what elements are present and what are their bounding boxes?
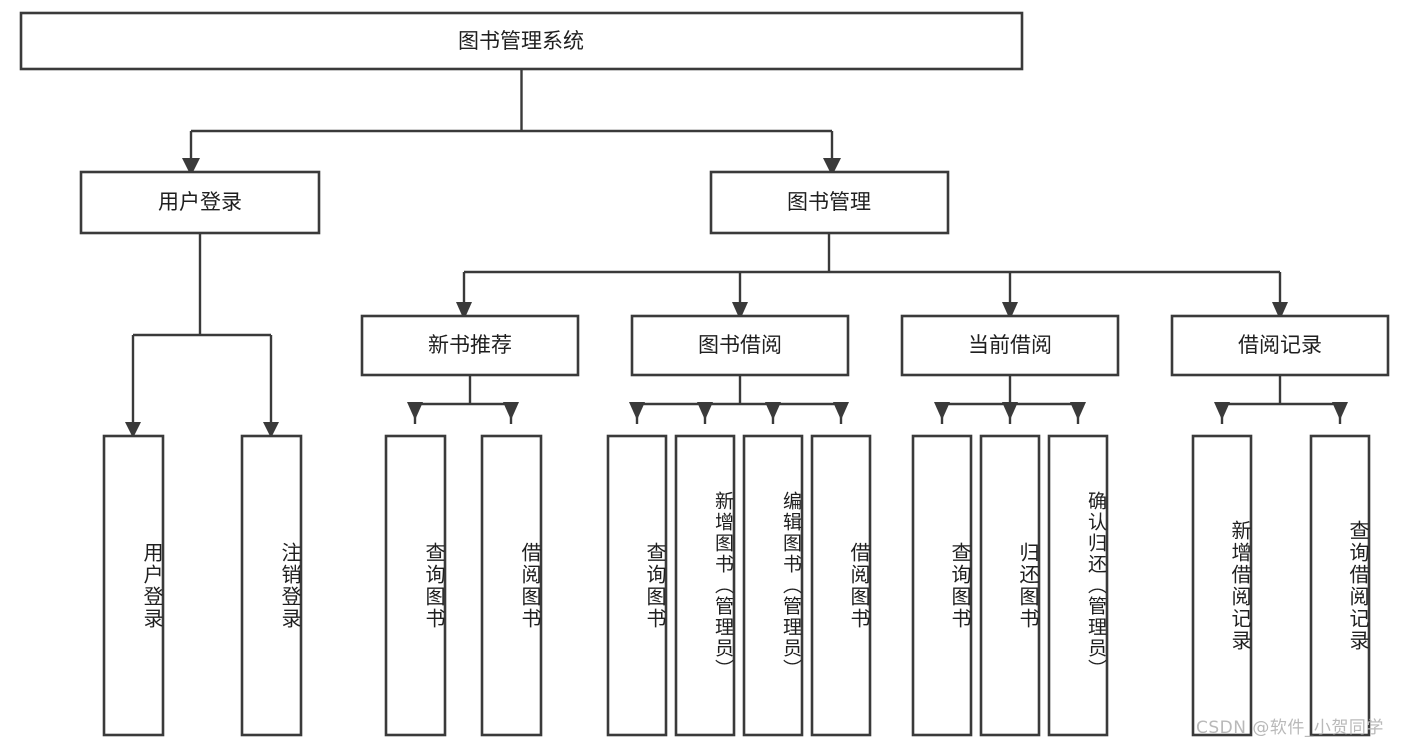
- arrowhead-icon-user-login: [182, 158, 200, 176]
- leaf-box-confirm-return[interactable]: [1047, 434, 1109, 737]
- arrowhead-icon-record: [1272, 302, 1288, 320]
- node-book-management[interactable]: 图书管理: [709, 170, 950, 235]
- arrowhead-icon-borrow-leaf-4: [833, 402, 849, 420]
- leaf-box-return-book[interactable]: [979, 434, 1041, 737]
- node-borrow-record[interactable]: 借阅记录: [1170, 314, 1390, 377]
- arrowhead-icon-borrow-leaf-1: [629, 402, 645, 420]
- node-root-label: 图书管理系统: [458, 29, 584, 53]
- node-user-login-label: 用户登录: [158, 190, 242, 214]
- arrowhead-icon-userlogin-leaf-2: [263, 422, 279, 438]
- node-new-book-recommend[interactable]: 新书推荐: [360, 314, 580, 377]
- node-current-borrow[interactable]: 当前借阅: [900, 314, 1120, 377]
- leaf-box-borrow-book-a[interactable]: [480, 434, 543, 737]
- arrowhead-icon-record-leaf-2: [1332, 402, 1348, 420]
- leaf-box-query-book-a[interactable]: [384, 434, 447, 737]
- arrowhead-icon-borrow-leaf-2: [697, 402, 713, 420]
- node-book-borrow[interactable]: 图书借阅: [630, 314, 850, 377]
- leaf-box-query-book-b[interactable]: [606, 434, 668, 737]
- leaf-box-query-book-c[interactable]: [911, 434, 973, 737]
- arrowhead-icon-current: [1002, 302, 1018, 320]
- arrowhead-icon-userlogin-leaf-1: [125, 422, 141, 438]
- arrowhead-icon-newbook-leaf-1: [407, 402, 423, 420]
- arrowhead-icon-record-leaf-1: [1214, 402, 1230, 420]
- arrowhead-icon-current-leaf-3: [1070, 402, 1086, 420]
- node-root-book-management-system[interactable]: 图书管理系统: [19, 11, 1024, 71]
- arrowhead-layer: [125, 158, 1348, 438]
- csdn-watermark: CSDN @软件_小贺同学: [1196, 718, 1384, 738]
- connector-layer: [131, 70, 1342, 424]
- arrowhead-icon-current-leaf-2: [1002, 402, 1018, 420]
- arrowhead-icon-current-leaf-1: [934, 402, 950, 420]
- leaf-box-query-record[interactable]: [1309, 434, 1371, 737]
- arrowhead-icon-borrow: [732, 302, 748, 320]
- arrowhead-icon-borrow-leaf-3: [765, 402, 781, 420]
- arrowhead-icon-book-mgmt: [823, 158, 841, 176]
- leaf-box-user-login[interactable]: [102, 434, 165, 737]
- node-book-borrow-label: 图书借阅: [698, 333, 782, 357]
- leaf-box-layer: [102, 434, 1371, 737]
- leaf-box-add-record[interactable]: [1191, 434, 1253, 737]
- leaf-box-edit-book-admin[interactable]: [742, 434, 804, 737]
- arrowhead-icon-newbook: [456, 302, 472, 320]
- node-current-borrow-label: 当前借阅: [968, 333, 1052, 357]
- leaf-box-borrow-book-b[interactable]: [810, 434, 872, 737]
- node-new-book-recommend-label: 新书推荐: [428, 333, 512, 357]
- leaf-box-logout-login[interactable]: [240, 434, 303, 737]
- node-user-login[interactable]: 用户登录: [79, 170, 321, 235]
- arrowhead-icon-newbook-leaf-2: [503, 402, 519, 420]
- node-borrow-record-label: 借阅记录: [1238, 333, 1322, 357]
- leaf-box-add-book-admin[interactable]: [674, 434, 736, 737]
- node-book-management-label: 图书管理: [787, 190, 871, 214]
